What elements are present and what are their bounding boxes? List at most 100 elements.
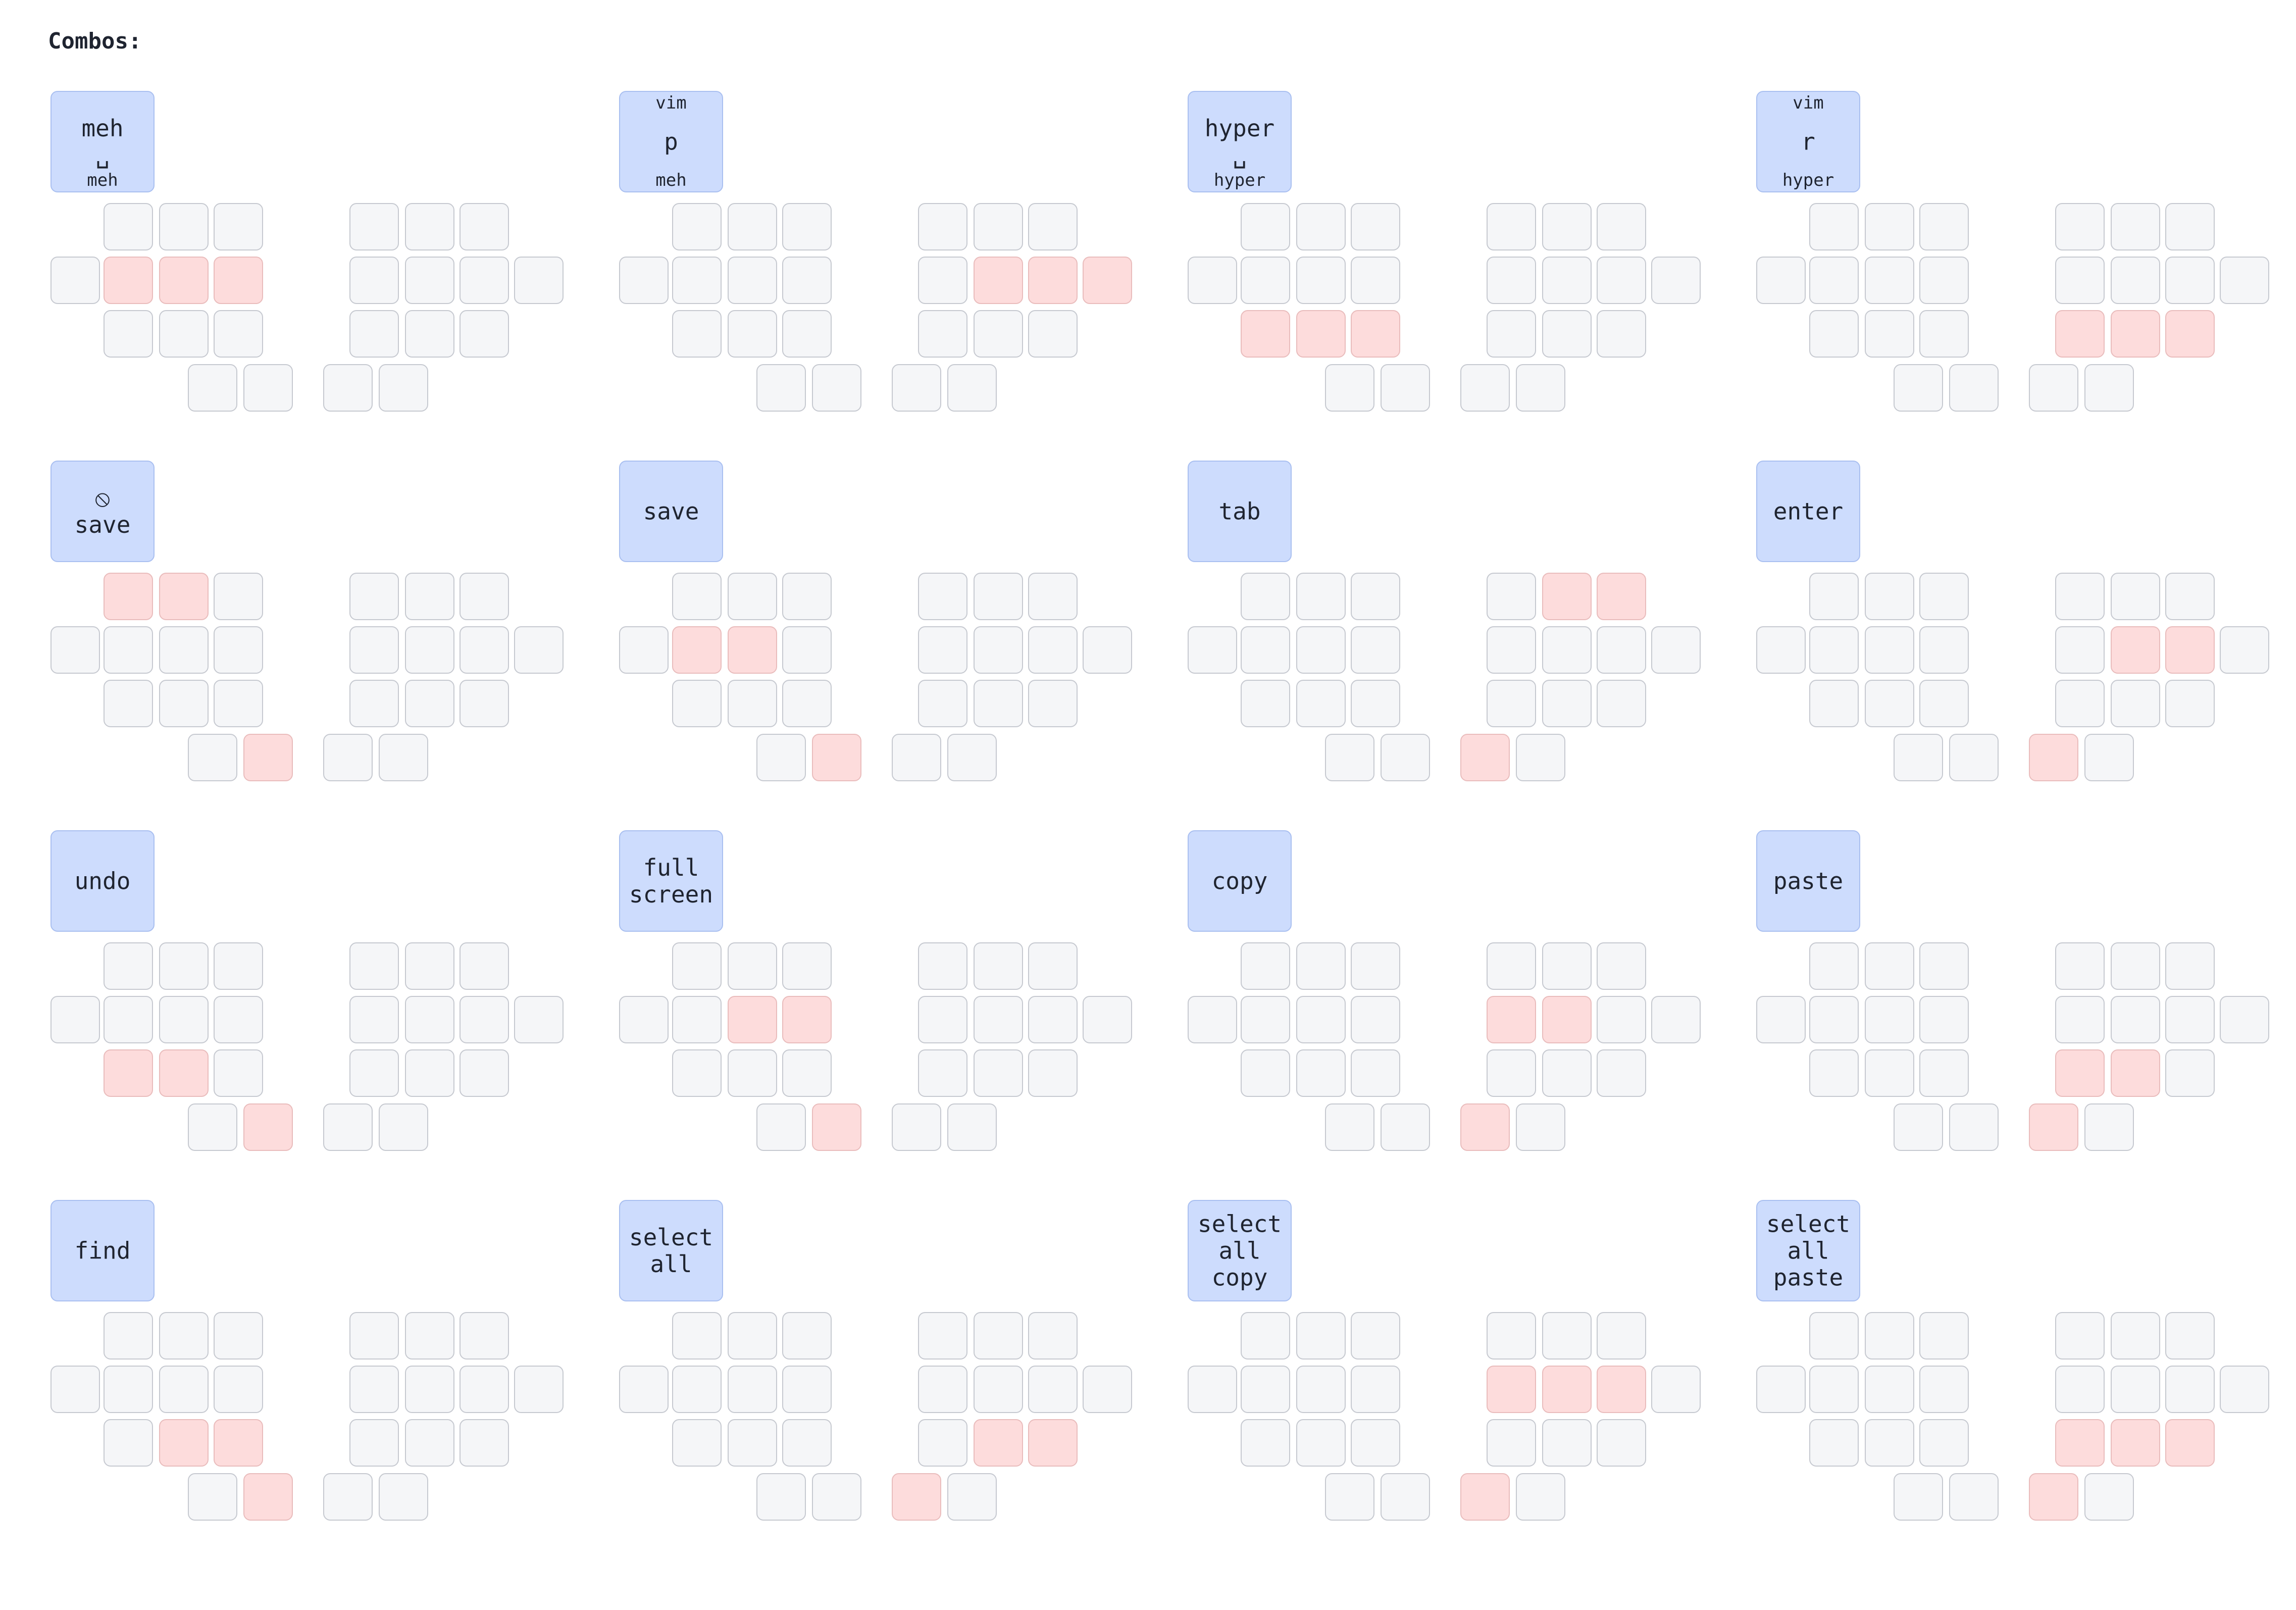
key-l-bot-1-pressed — [1241, 310, 1290, 358]
key-l-thumb-2 — [1381, 1103, 1430, 1151]
key-l-bot-3 — [214, 310, 263, 358]
key-r-bot-3 — [1597, 680, 1646, 727]
key-r-home-2 — [405, 257, 454, 304]
combo-label: enter — [1756, 461, 1860, 562]
key-l-top-3 — [1919, 203, 1969, 250]
key-l-top-1 — [104, 942, 153, 990]
key-l-home-2 — [1865, 626, 1914, 674]
key-l-top-1 — [1809, 942, 1859, 990]
key-l-bot-3 — [1351, 1419, 1400, 1467]
key-l-home-3 — [1351, 626, 1400, 674]
key-l-bot-2 — [1865, 1049, 1914, 1097]
key-l-home-1 — [672, 996, 722, 1043]
key-r-home-1-pressed — [1487, 1366, 1536, 1413]
combo-label-text: paste — [1773, 867, 1844, 894]
key-r-bot-3-pressed — [1028, 1419, 1078, 1467]
key-r-thumb-1-pressed — [1460, 1103, 1510, 1151]
key-r-home-2 — [2111, 996, 2160, 1043]
combo-label-top: vim — [1793, 93, 1824, 113]
key-l-thumb-1 — [1894, 734, 1943, 781]
key-r-home-1 — [2055, 626, 2105, 674]
key-r-home-3 — [1597, 257, 1646, 304]
key-l-home-2-pressed — [728, 996, 777, 1043]
key-r-bot-3 — [1028, 1049, 1078, 1097]
key-r-top-1 — [349, 573, 399, 620]
key-r-home-2 — [405, 996, 454, 1043]
key-r-thumb-2 — [379, 1103, 428, 1151]
key-l-bot-1 — [1241, 1049, 1290, 1097]
key-l-home-3 — [1919, 996, 1969, 1043]
key-r-thumb-1 — [892, 364, 941, 412]
key-l-home-1 — [1241, 257, 1290, 304]
key-l-top-3 — [1351, 203, 1400, 250]
key-l-home-2 — [1296, 996, 1346, 1043]
key-l-home-3 — [1351, 257, 1400, 304]
key-l-home-0 — [619, 1366, 669, 1413]
key-l-bot-2 — [1865, 310, 1914, 358]
key-l-home-3 — [214, 996, 263, 1043]
key-l-thumb-2-pressed — [243, 734, 293, 781]
combo-label: undo — [50, 830, 155, 932]
key-r-top-2 — [2111, 203, 2160, 250]
key-r-home-3 — [460, 1366, 509, 1413]
key-r-thumb-2 — [379, 364, 428, 412]
key-r-thumb-1-pressed — [2029, 1103, 2078, 1151]
key-r-home-3 — [2165, 257, 2215, 304]
key-l-home-3 — [1919, 1366, 1969, 1413]
key-l-home-0 — [50, 1366, 100, 1413]
combo-6: save — [619, 461, 1149, 794]
key-r-top-1 — [349, 1312, 399, 1360]
key-l-thumb-2-pressed — [812, 734, 861, 781]
key-l-bot-2 — [1865, 680, 1914, 727]
key-r-home-1 — [2055, 996, 2105, 1043]
key-l-home-1 — [1241, 1366, 1290, 1413]
key-r-home-3 — [1028, 996, 1078, 1043]
key-r-home-1 — [2055, 1366, 2105, 1413]
combo-label-text: ⦸ save — [74, 484, 131, 538]
page-title: Combos: — [48, 28, 142, 54]
key-r-bot-2-pressed — [2111, 310, 2160, 358]
key-l-top-3 — [1351, 942, 1400, 990]
key-l-top-1 — [672, 203, 722, 250]
key-l-home-2 — [1296, 626, 1346, 674]
key-r-bot-1-pressed — [2055, 1049, 2105, 1097]
key-l-home-3 — [782, 257, 832, 304]
key-l-top-2 — [1296, 203, 1346, 250]
combo-label-top: vim — [655, 93, 687, 113]
key-l-top-2 — [1296, 942, 1346, 990]
key-r-thumb-2 — [947, 734, 997, 781]
key-r-top-3 — [460, 203, 509, 250]
key-r-top-2 — [2111, 942, 2160, 990]
key-r-home-4-pressed — [1083, 257, 1132, 304]
key-r-thumb-2 — [2084, 1103, 2134, 1151]
key-l-top-2-pressed — [159, 573, 209, 620]
key-r-bot-1 — [918, 1419, 967, 1467]
key-l-bot-3 — [214, 1049, 263, 1097]
key-r-home-1 — [918, 996, 967, 1043]
key-r-top-1 — [2055, 942, 2105, 990]
key-l-home-3 — [782, 1366, 832, 1413]
key-r-thumb-2 — [2084, 1473, 2134, 1521]
key-l-thumb-1 — [756, 364, 806, 412]
key-r-top-2 — [405, 573, 454, 620]
key-r-bot-3 — [2165, 1049, 2215, 1097]
key-r-bot-2 — [405, 310, 454, 358]
key-r-bot-3 — [2165, 680, 2215, 727]
key-r-thumb-1 — [2029, 364, 2078, 412]
key-r-thumb-1 — [323, 1103, 373, 1151]
key-l-thumb-1 — [1325, 1473, 1374, 1521]
key-r-top-3 — [1028, 1312, 1078, 1360]
key-r-top-3 — [2165, 942, 2215, 990]
key-l-thumb-1 — [1325, 1103, 1374, 1151]
key-l-bot-1 — [672, 1419, 722, 1467]
key-r-home-4 — [514, 1366, 564, 1413]
combo-label: meh ␣meh — [50, 91, 155, 192]
key-l-home-3 — [1919, 257, 1969, 304]
key-r-thumb-2 — [1516, 1473, 1565, 1521]
combo-label-text: r — [1801, 128, 1815, 155]
key-r-bot-2 — [974, 310, 1023, 358]
key-r-home-4 — [514, 626, 564, 674]
key-l-top-1 — [1809, 1312, 1859, 1360]
key-l-top-2 — [1865, 1312, 1914, 1360]
